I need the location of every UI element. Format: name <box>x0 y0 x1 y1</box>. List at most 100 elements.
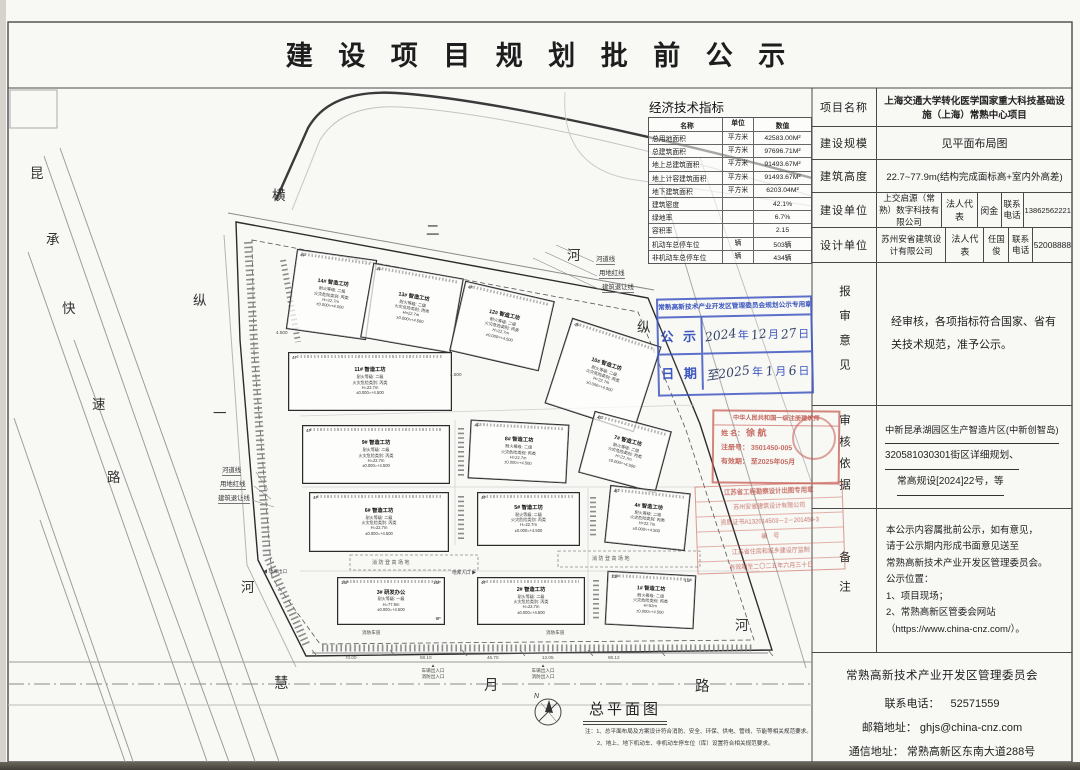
dimension-value: 58.10 <box>420 655 432 660</box>
entrance-label: 车辆出入口 <box>421 668 445 673</box>
entrance-label: 消防出入口 <box>531 674 555 679</box>
building-6: 4F 6# 智造工坊 耐火等级: 二级 火灾危险类别: 丙类 H=22.7m ±… <box>309 492 449 552</box>
building-spec: H=77.9m <box>382 601 400 607</box>
page-title: 建 设 项 目 规 划 批 前 公 示 <box>285 41 795 71</box>
contact-phone-label: 联系电话： <box>884 698 940 710</box>
email-line: 邮箱地址： ghjs@china-cnz.com <box>862 719 1022 735</box>
river-label-zongyihe: 一 <box>213 406 227 421</box>
callout-leaders <box>251 244 602 508</box>
cell-unit: 辆 <box>722 237 754 250</box>
row-review-opinion: 报审意见 经审核，各项指标符合国家、省有关技术规范，准予公示。 <box>812 263 1072 406</box>
address-label: 通信地址： <box>848 746 904 758</box>
cell-value: 6203.04M² <box>766 187 799 195</box>
cell-unit <box>722 211 754 224</box>
entrance-arrow-icon: ▲ <box>430 663 436 668</box>
cell-value: 91493.67M² <box>764 174 801 182</box>
unit-day: 日 <box>798 364 810 378</box>
publicity-date-stamp: 常熟高新技术产业开发区管理委员会规划公示专用章 公 示 日 期 2024 年 1… <box>655 295 815 397</box>
building-spec: 火灾危险类别: 丙类 <box>352 379 388 385</box>
cell-value: 97696.71M² <box>764 147 801 155</box>
remark-line: （https://www.china-cnz.com/）。 <box>886 623 1025 635</box>
handwritten-year: 2024 <box>703 325 738 345</box>
river-label-hengerhe: 横 <box>272 188 286 203</box>
cell-unit: 平方米 <box>722 145 754 158</box>
river-label-hengerhe: 二 <box>426 223 440 238</box>
row-label: 建设单位 <box>812 193 877 227</box>
river-label-zongerhe: 纵 <box>637 320 651 335</box>
floor-mark: 4F <box>474 422 480 428</box>
managing-org: 常熟高新技术产业开发区管理委员会 <box>846 670 1038 682</box>
handwritten-day: 6 <box>787 362 798 379</box>
entrance-label: 车辆出入口 <box>531 668 555 673</box>
construction-scale: 见平面布局图 <box>941 138 1008 150</box>
address-value: 常熟高新区东南大道288号 <box>906 746 1036 758</box>
dimension-value: 98.12 <box>608 655 620 660</box>
dimension-value: 46.70 <box>487 655 499 660</box>
callout-red-line: 用地红线 <box>599 270 625 279</box>
basis-line: 常高规设[2024]22号，等 <box>897 470 1004 496</box>
callout-river-line: 河道线 <box>596 256 616 265</box>
cell-name: 总建筑面积 <box>652 149 686 157</box>
cell-value: 91493.67M² <box>764 160 801 168</box>
validity-label: 有效期： <box>720 458 749 466</box>
row-builder: 建设单位 上交启源（常熟）数字科技有限公司 法人代表 闵金 联系电话 13862… <box>812 193 1072 228</box>
building-label: 3# 研发办公 <box>376 589 406 596</box>
legal-rep-label: 法人代表 <box>946 228 985 262</box>
unit-day: 日 <box>798 327 810 341</box>
cell-name: 地上总建筑面积 <box>652 162 700 170</box>
building-spec: 火灾危险类别: 丙类 <box>361 520 397 526</box>
building-spec: 耐火等级: 一级 <box>377 596 405 602</box>
scan-edge <box>0 762 1080 770</box>
floor-mark: 4F <box>306 428 312 433</box>
legal-rep-name: 任国俊 <box>984 228 1010 262</box>
floor-mark: 4F <box>481 495 487 500</box>
plan-title: 总平面图 <box>583 698 668 725</box>
stamp-header: 中华人民共和国一级注册建筑师 <box>714 411 839 427</box>
road-label-kunchengkuaisulu: 承 <box>46 232 60 247</box>
site-entrance: ▲ 车辆出入口 消防出入口 <box>405 663 461 680</box>
design-institute-stamp: 江苏省工程勘察设计出图专用章 苏州安省建筑设计有限公司 资质证书A1320145… <box>694 481 846 575</box>
legal-rep-label: 法人代表 <box>942 193 978 227</box>
dimension-line <box>311 649 774 657</box>
cell-unit: 平方米 <box>722 132 754 145</box>
contact-phone: 52571559 <box>950 698 1000 710</box>
project-name: 上海交通大学转化医学国家重大科技基础设施（上海）常熟中心项目 <box>884 96 1065 121</box>
contact-phone-line: 联系电话： 52571559 <box>884 695 999 711</box>
floor-mark: 4F <box>596 414 603 421</box>
building-label: 6# 智造工坊 <box>364 507 394 514</box>
row-height: 建筑高度 22.7~77.9m(结构完成面标高+室内外高差) <box>812 160 1072 193</box>
road-label-kunchengkuaisulu: 快 <box>62 301 76 316</box>
scan-edge <box>0 0 6 770</box>
building-spec: ±0.000=+4.500 <box>315 301 344 311</box>
fire-lane-label: 消防车道 <box>546 630 565 635</box>
cell-value: 503辆 <box>773 241 792 249</box>
cell-name: 非机动车总停车位 <box>652 254 707 262</box>
callout-setback-line: 建筑退让线 <box>218 495 250 504</box>
river-label-zongyihe: 河 <box>241 580 255 595</box>
building-3: 16F 15F 9F 3# 研发办公 耐火等级: 一级 H=77.9m ±0.0… <box>337 577 445 625</box>
registration-label: 注册号： <box>720 444 750 452</box>
site-entrance: ▲ 车辆出入口 消防出入口 <box>515 663 571 680</box>
contact-label: 联系电话 <box>1009 228 1033 262</box>
remark-line: 本公示内容属批前公示，如有意见， <box>886 525 1039 537</box>
floor-mark: 4F <box>375 266 383 273</box>
unit-year: 年 <box>737 329 749 342</box>
name-label: 姓 名： <box>721 430 745 438</box>
builder-company: 上交启源（常熟）数字科技有限公司 <box>877 193 943 227</box>
north-label: N <box>534 693 540 700</box>
publicity-end-date: 至2025 年 1 月 6 日 <box>703 352 812 389</box>
floor-mark: 16F <box>341 580 349 585</box>
row-review-basis: 审核依据 中新昆承湖园区生产智造片区(中新创智岛) 320581030301街区… <box>812 406 1072 509</box>
remark-line: 请于公示期内形成书面意见送至 <box>886 541 1020 553</box>
fire-access-zone-label: 消防登高场地 <box>372 560 412 566</box>
col-header-name: 名称 <box>680 122 694 130</box>
building-spec: 耐火等级: 二级 <box>365 514 393 520</box>
building-13: 4F 13# 智造工坊 耐火等级: 二级 火灾危险类别: 丙类 H=22.7m … <box>360 262 464 354</box>
spot-elevation: 4.500 <box>276 330 288 335</box>
basement-exit-label: ◀ 地库出口 <box>263 569 288 574</box>
basis-line: 中新昆承湖园区生产智造片区(中新创智岛) <box>885 418 1059 444</box>
